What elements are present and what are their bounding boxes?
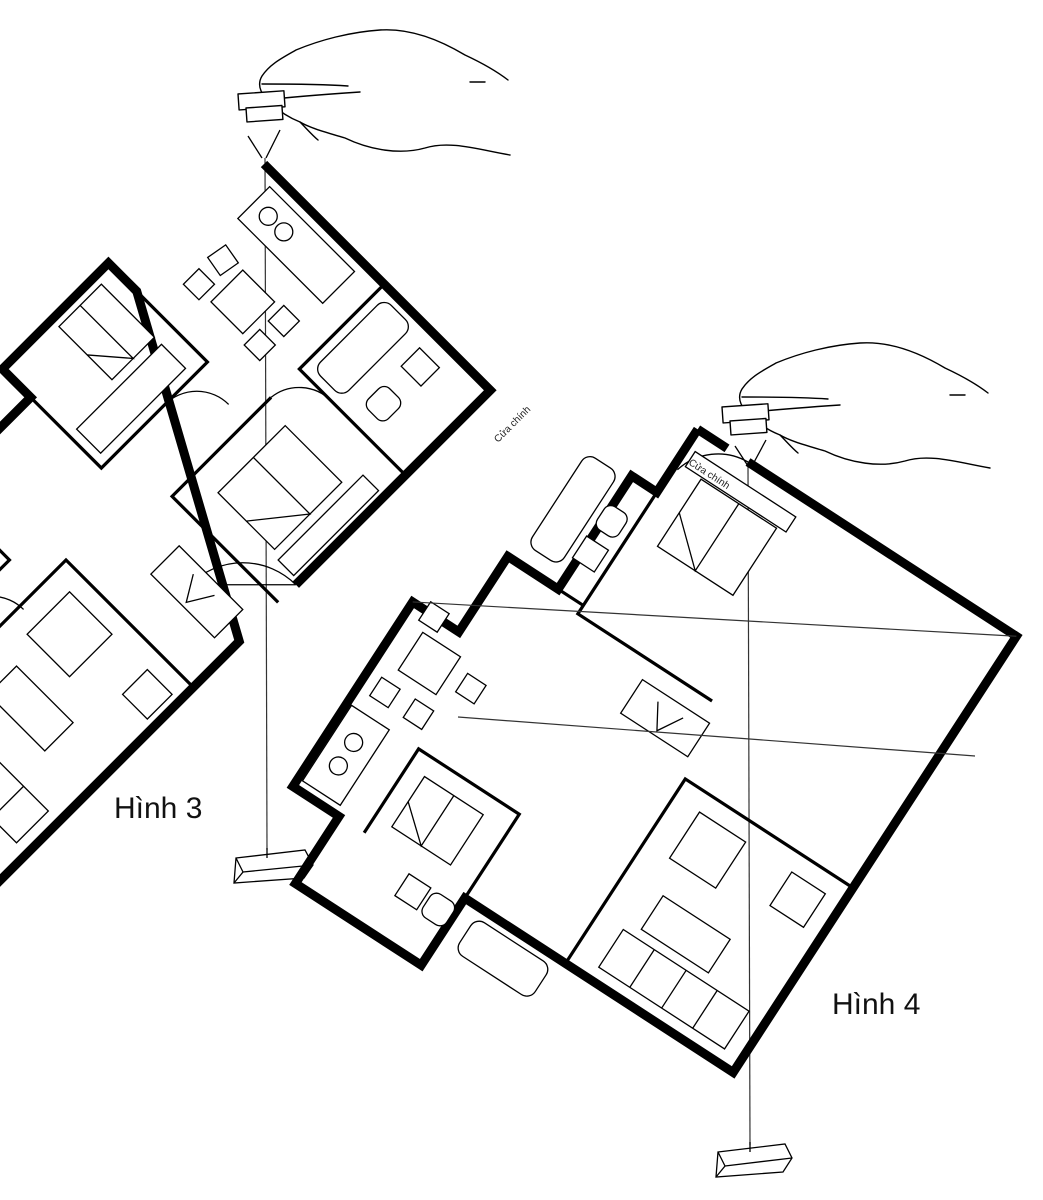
floor-plan-4 <box>286 425 1023 1079</box>
figure-3: Cửa chính Hình 3 <box>0 29 534 966</box>
reference-line <box>457 716 976 757</box>
figure-label-4: Hình 4 <box>832 988 920 1021</box>
hand-icon <box>721 342 991 469</box>
figure-4: Cửa chính Hình 4 <box>286 342 1023 1178</box>
plumb-line <box>747 465 751 1146</box>
floor-plan-3 <box>0 160 497 966</box>
figure-label-3: Hình 3 <box>114 792 202 825</box>
weight-icon <box>715 1142 793 1178</box>
hand-icon <box>237 29 511 159</box>
front-door-label: Cửa chính <box>492 404 534 446</box>
